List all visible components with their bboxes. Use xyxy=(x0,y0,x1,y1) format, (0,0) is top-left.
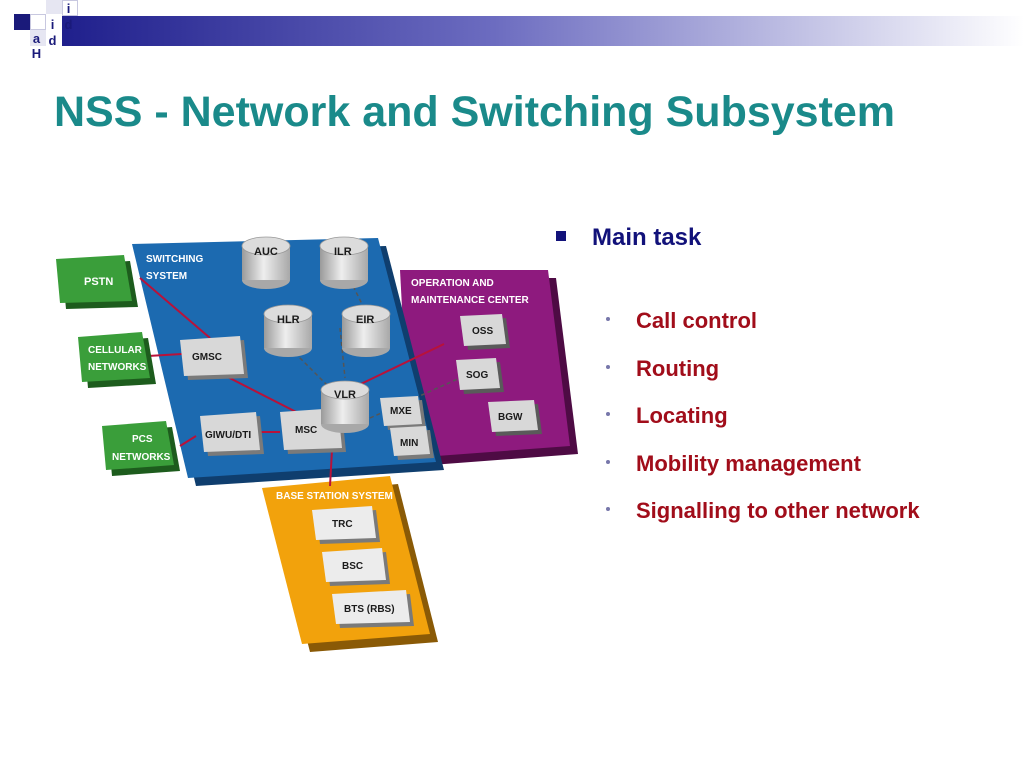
list-item: Routing xyxy=(606,356,920,404)
list-item: Signalling to other network xyxy=(606,498,920,546)
main-task-bullet: Main task xyxy=(556,224,701,252)
msc-label: MSC xyxy=(295,425,317,436)
vlr-label: VLR xyxy=(334,389,356,401)
sub-item-label: Mobility management xyxy=(636,450,861,476)
node-min: MIN xyxy=(390,426,434,460)
header-gradient-bar xyxy=(60,16,1024,46)
node-giwu-dti: GIWU/DTI xyxy=(200,412,264,456)
ilr-label: ILR xyxy=(334,246,352,258)
node-oss: OSS xyxy=(460,314,510,350)
cellular-label-line-2: NETWORKS xyxy=(88,362,147,373)
sub-item-label: Signalling to other network xyxy=(636,498,920,523)
logo-letter: a xyxy=(32,31,41,46)
list-item: Mobility management xyxy=(606,451,920,499)
sog-label: SOG xyxy=(466,370,488,381)
node-gmsc: GMSC xyxy=(180,336,248,380)
database-ilr: ILR xyxy=(319,236,369,289)
mxe-label: MXE xyxy=(390,406,412,417)
bss-label: BASE STATION SYSTEM xyxy=(276,491,393,502)
external-network-pstn: PSTN xyxy=(56,255,138,309)
cellular-label-line-1: CELLULAR xyxy=(88,345,143,356)
logo-letter: i xyxy=(50,17,55,32)
node-bgw: BGW xyxy=(488,400,542,436)
dot-bullet-icon xyxy=(606,364,610,369)
bts-rbs-label: BTS (RBS) xyxy=(344,604,395,615)
omc-label-line-1: OPERATION AND xyxy=(411,278,494,289)
sub-item-label: Call control xyxy=(636,308,758,333)
list-item: Locating xyxy=(606,403,920,451)
pstn-label: PSTN xyxy=(84,276,113,288)
slide-title: NSS - Network and Switching Subsystem xyxy=(54,88,896,136)
giwu-dti-label: GIWU/DTI xyxy=(205,430,251,441)
logo-letter: d xyxy=(48,33,57,48)
dot-bullet-icon xyxy=(606,459,610,464)
external-network-cellular: CELLULAR NETWORKS xyxy=(78,332,156,388)
hlr-label: HLR xyxy=(277,314,300,326)
nss-diagram: BASE STATION SYSTEM OPERATION AND MAINTE… xyxy=(56,236,578,652)
hadid-logo: i i d a d H xyxy=(0,0,90,62)
logo-letter: i xyxy=(66,1,71,16)
database-eir: EIR xyxy=(341,304,391,357)
external-network-pcs: PCS NETWORKS xyxy=(102,421,180,476)
sub-item-label: Routing xyxy=(636,355,720,381)
dot-bullet-icon xyxy=(606,317,610,322)
node-mxe: MXE xyxy=(380,396,426,430)
database-vlr: VLR xyxy=(320,380,370,433)
pcs-label-line-2: NETWORKS xyxy=(112,452,171,463)
trc-label: TRC xyxy=(332,519,353,530)
eir-label: EIR xyxy=(356,314,374,326)
sub-items-list: Call control Routing Locating Mobility m… xyxy=(606,308,920,546)
auc-label: AUC xyxy=(254,246,278,258)
gmsc-label: GMSC xyxy=(192,352,222,363)
node-bts-rbs: BTS (RBS) xyxy=(332,590,414,628)
logo-letter: d xyxy=(64,17,73,32)
switching-label-line-2: SYSTEM xyxy=(146,271,187,282)
oss-label: OSS xyxy=(472,326,493,337)
main-task-label: Main task xyxy=(592,224,702,251)
node-bsc: BSC xyxy=(322,548,390,586)
database-hlr: HLR xyxy=(263,304,313,357)
pcs-label-line-1: PCS xyxy=(132,434,153,445)
sub-item-label: Locating xyxy=(636,403,728,428)
node-trc: TRC xyxy=(312,506,380,544)
bgw-label: BGW xyxy=(498,412,523,423)
node-sog: SOG xyxy=(456,358,504,394)
switching-label-line-1: SWITCHING xyxy=(146,254,203,265)
square-bullet-icon xyxy=(556,230,566,241)
database-auc: AUC xyxy=(241,236,291,289)
min-label: MIN xyxy=(400,438,418,449)
omc-label-line-2: MAINTENANCE CENTER xyxy=(411,295,530,306)
logo-letter: H xyxy=(31,46,42,61)
list-item: Call control xyxy=(606,308,920,356)
bsc-label: BSC xyxy=(342,561,363,572)
dot-bullet-icon xyxy=(606,412,610,417)
dot-bullet-icon xyxy=(606,507,610,512)
